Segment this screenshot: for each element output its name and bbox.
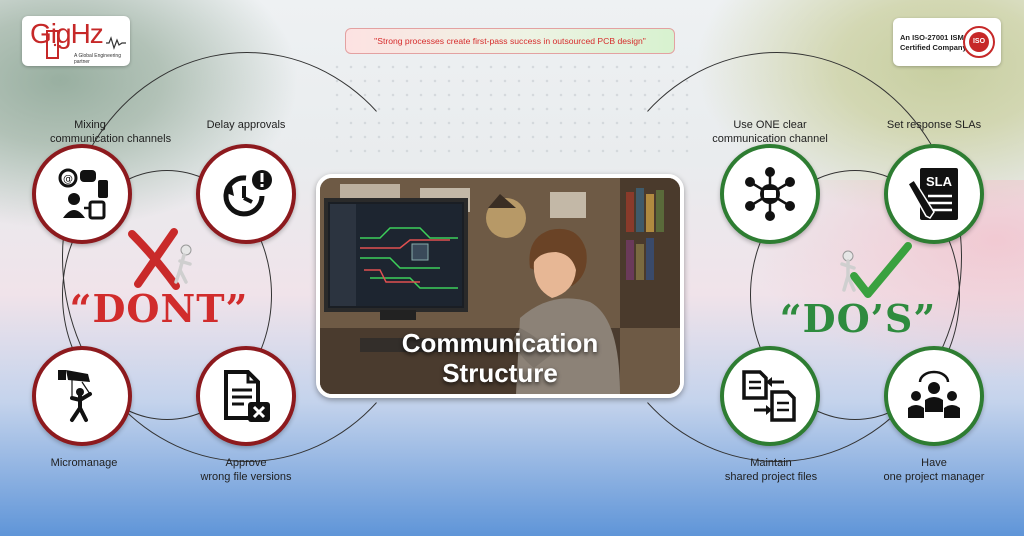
- red-cross-figure-icon: [128, 228, 192, 290]
- center-title: Communication Structure: [320, 328, 680, 388]
- iso-certification-badge: An ISO-27001 ISMS Certified Company ISO: [893, 18, 1001, 66]
- delay-clock-icon: [223, 170, 272, 217]
- logo-tagline: A Global Engineering partner: [74, 53, 121, 65]
- center-title-line-2: Structure: [442, 358, 558, 388]
- logo-door-icon: [46, 30, 59, 59]
- shared-files-icon: [742, 370, 796, 422]
- communication-channels-icon: @: [58, 168, 108, 220]
- dos-heading: “DO’S”: [779, 296, 937, 341]
- logo-wave-icon: [106, 36, 126, 50]
- wrong-file-icon-circle: [196, 346, 296, 446]
- label-one-manager: Have one project manager: [874, 456, 994, 484]
- center-title-line-1: Communication: [401, 328, 599, 358]
- shared-files-line-2: shared project files: [724, 471, 818, 483]
- mixing-line-1: Mixing: [74, 119, 106, 131]
- wrong-file-icon: [224, 370, 270, 422]
- mixing-channels-icon-circle: @: [32, 144, 132, 244]
- label-one-channel: Use ONE clear communication channel: [700, 118, 840, 146]
- company-logo[interactable]: GigHz A Global Engineering partner: [22, 16, 130, 66]
- network-hub-icon: [745, 167, 795, 221]
- manager-line-2: one project manager: [883, 471, 985, 483]
- iso-seal-text: ISO: [969, 32, 989, 52]
- one-channel-icon-circle: [720, 144, 820, 244]
- delay-approvals-icon-circle: [196, 144, 296, 244]
- shared-files-icon-circle: [720, 346, 820, 446]
- center-illustration: Communication Structure: [316, 174, 684, 398]
- sla-document-icon: SLA: [907, 168, 958, 220]
- wrong-file-line-2: wrong file versions: [200, 471, 292, 483]
- label-delay-approvals: Delay approvals: [206, 119, 286, 131]
- dot-pattern: [330, 60, 690, 160]
- shared-files-line-1: Maintain: [750, 457, 792, 469]
- logo-text: GigHz: [30, 18, 104, 49]
- one-channel-line-1: Use ONE clear: [733, 119, 807, 131]
- label-shared-files: Maintain shared project files: [706, 456, 836, 484]
- response-sla-icon-circle: SLA: [884, 144, 984, 244]
- label-response-slas: Set response SLAs: [886, 119, 982, 131]
- puppet-hand-icon: [58, 370, 92, 422]
- quote-banner: "Strong processes create first-pass succ…: [345, 28, 675, 54]
- project-manager-icon-circle: [884, 346, 984, 446]
- manager-line-1: Have: [921, 457, 947, 469]
- label-micromanage: Micromanage: [50, 457, 118, 469]
- svg-text:@: @: [63, 174, 73, 185]
- sla-text: SLA: [926, 174, 953, 189]
- wrong-file-line-1: Approve: [225, 457, 267, 469]
- green-check-figure-icon: [840, 242, 912, 298]
- engineer-at-computer-illustration: [320, 178, 680, 394]
- donts-heading: “DONT”: [69, 286, 249, 331]
- iso-seal-icon: ISO: [963, 26, 995, 58]
- label-mixing-channels: Mixing communication channels: [50, 118, 171, 146]
- iso-line-1: An ISO-27001 ISMS: [900, 33, 969, 42]
- donts-inner-ring: [62, 170, 272, 420]
- label-wrong-file-versions: Approve wrong file versions: [186, 456, 306, 484]
- team-manager-icon: [908, 370, 960, 418]
- iso-line-2: Certified Company: [900, 43, 967, 52]
- dos-inner-ring: [750, 170, 960, 420]
- one-channel-line-2: communication channel: [712, 133, 828, 145]
- mixing-line-2: communication channels: [50, 133, 172, 145]
- micromanage-icon-circle: [32, 346, 132, 446]
